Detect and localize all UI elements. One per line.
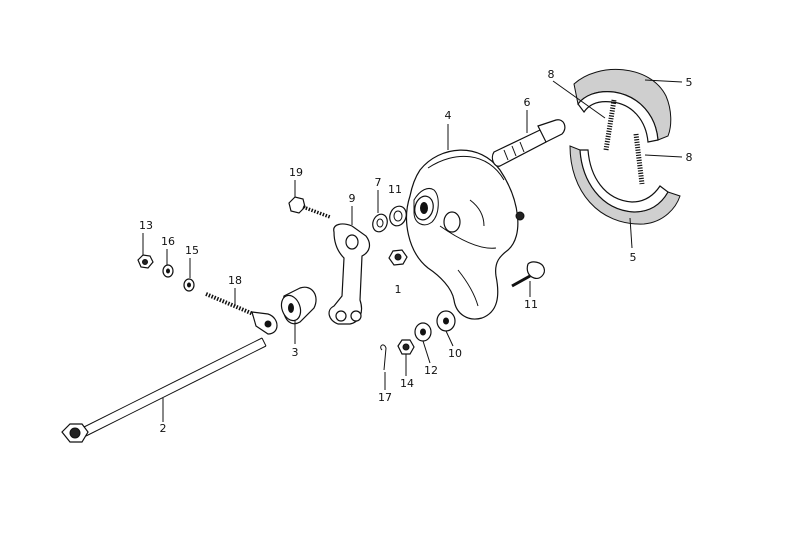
pin-11-part bbox=[511, 261, 545, 288]
callout-19: 19 bbox=[289, 166, 303, 179]
brake-shoe-upper-part bbox=[573, 68, 672, 143]
callout-4: 4 bbox=[445, 109, 452, 122]
brake-shoe-lower-part bbox=[569, 145, 681, 225]
callout-7: 7 bbox=[375, 176, 382, 189]
callout-15: 15 bbox=[185, 244, 199, 257]
nut-14-part bbox=[397, 339, 415, 355]
callout-18: 18 bbox=[228, 274, 242, 287]
nut-1-part bbox=[388, 249, 408, 266]
bolt-19-part bbox=[288, 196, 331, 219]
spacer-part bbox=[280, 286, 317, 325]
callout-2: 2 bbox=[160, 422, 167, 435]
callout-8-lower: 8 bbox=[686, 151, 693, 164]
brake-panel-part bbox=[405, 149, 525, 320]
washer-7-part bbox=[372, 213, 388, 233]
callout-11-upper: 11 bbox=[388, 183, 402, 196]
callout-9: 9 bbox=[349, 192, 356, 205]
callout-labels: 1 2 3 4 5 5 6 7 8 8 9 10 11 11 12 13 14 … bbox=[139, 68, 693, 435]
spring-upper-part bbox=[603, 99, 617, 151]
washer-12-part bbox=[414, 322, 432, 342]
callout-14: 14 bbox=[400, 377, 414, 390]
callout-12: 12 bbox=[424, 364, 438, 377]
callout-1: 1 bbox=[395, 283, 402, 296]
seal-11-part bbox=[389, 205, 407, 227]
adjuster-bolt-part bbox=[205, 292, 278, 335]
callout-13: 13 bbox=[139, 219, 153, 232]
brake-arm-part bbox=[328, 223, 371, 325]
callout-5-upper: 5 bbox=[686, 76, 693, 89]
callout-16: 16 bbox=[161, 235, 175, 248]
callout-11-lower: 11 bbox=[524, 298, 538, 311]
camshaft-part bbox=[491, 119, 566, 167]
spring-lower-part bbox=[633, 133, 645, 185]
callout-5-lower: 5 bbox=[630, 251, 637, 264]
callout-17: 17 bbox=[378, 391, 392, 404]
callout-3: 3 bbox=[292, 346, 299, 359]
washer-16-part bbox=[162, 264, 174, 278]
callout-8-upper: 8 bbox=[548, 68, 555, 81]
callout-10: 10 bbox=[448, 347, 462, 360]
washer-15-part bbox=[183, 278, 195, 292]
nut-13-part bbox=[137, 254, 154, 269]
washer-10-part bbox=[436, 310, 456, 332]
axle-part bbox=[61, 337, 267, 443]
callout-6: 6 bbox=[524, 96, 531, 109]
leader-lines bbox=[142, 79, 683, 422]
cotter-pin-part bbox=[380, 344, 387, 371]
